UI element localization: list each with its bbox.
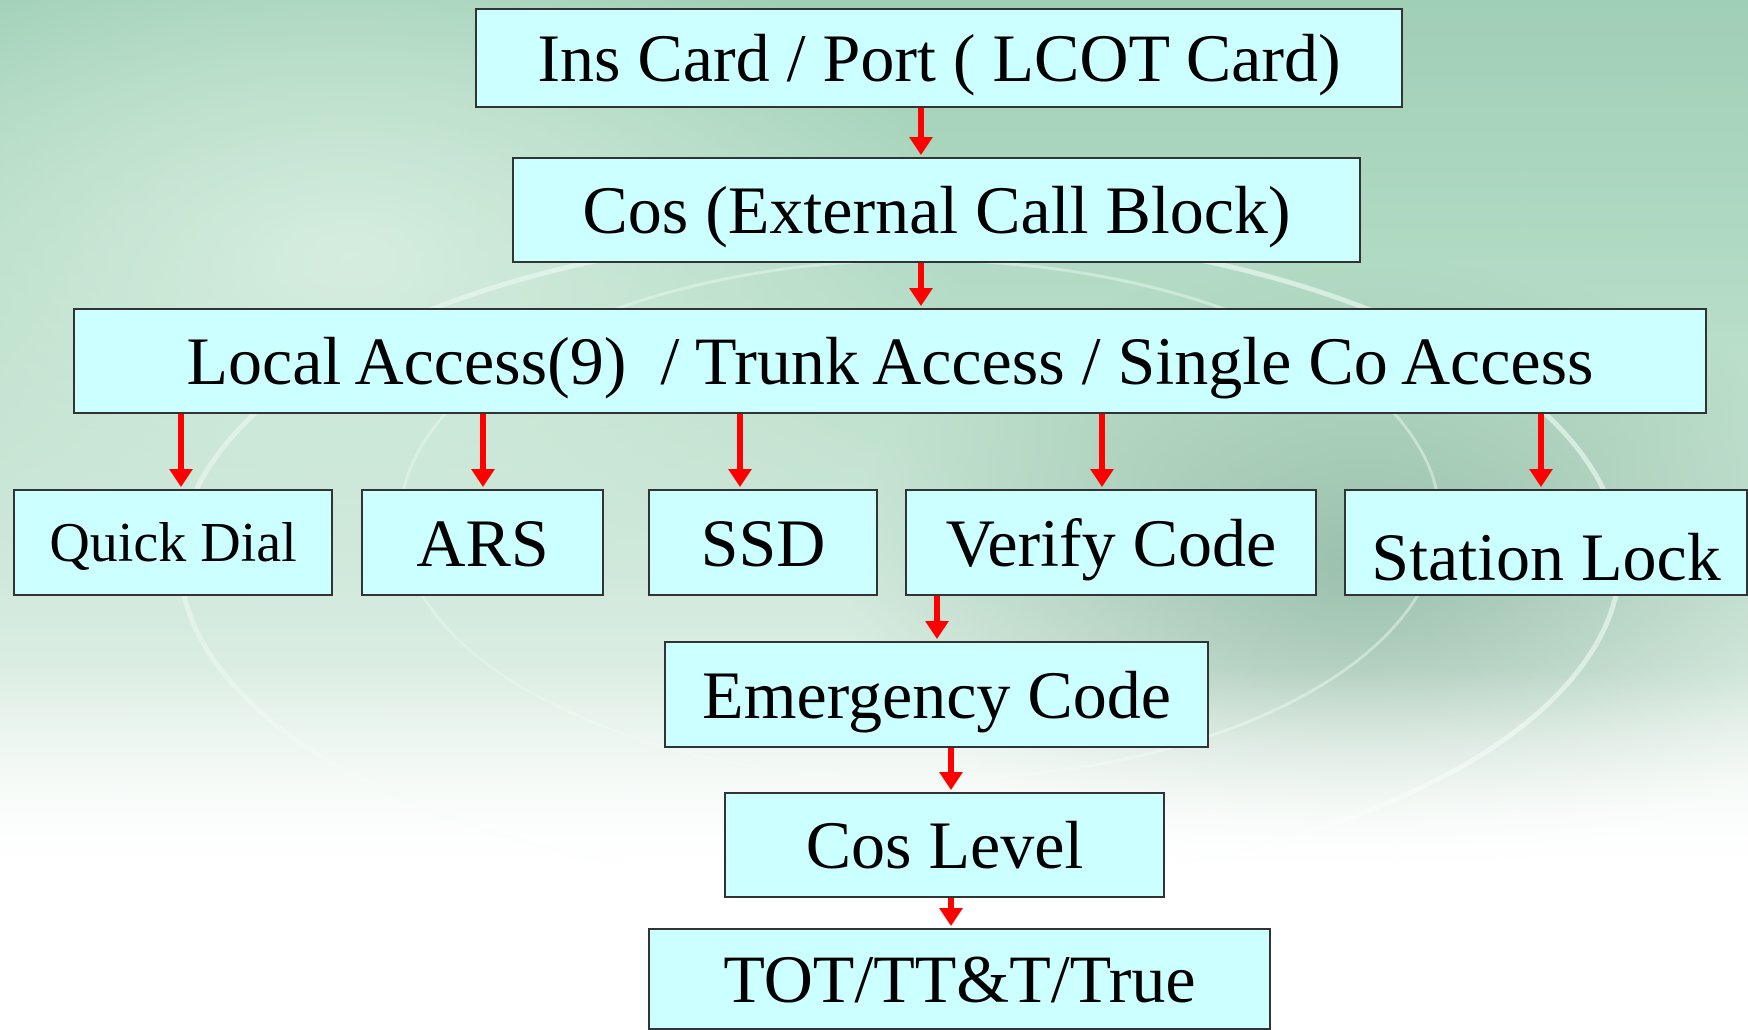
arrow-emergency-code-to-cos-level — [939, 748, 963, 790]
node-cos-level: Cos Level — [724, 792, 1165, 898]
node-emergency-code-label: Emergency Code — [702, 656, 1171, 733]
node-ars-label: ARS — [416, 504, 549, 581]
arrow-ins-card-to-cos-block — [909, 108, 933, 155]
node-quick-dial-label: Quick Dial — [49, 511, 297, 574]
arrow-access-to-ssd — [728, 414, 752, 487]
node-cos-level-label: Cos Level — [805, 807, 1084, 883]
arrow-verify-code-to-emergency-code — [925, 596, 949, 639]
node-ars: ARS — [361, 489, 604, 596]
node-tot-label: TOT/TT&T/True — [723, 941, 1196, 1017]
node-ins-card: Ins Card / Port ( LCOT Card) — [475, 8, 1403, 108]
node-verify-code: Verify Code — [905, 489, 1317, 596]
node-verify-code-label: Verify Code — [945, 504, 1277, 581]
node-access-label: Local Access(9) / Trunk Access / Single … — [186, 323, 1594, 399]
arrow-access-to-station-lock — [1529, 414, 1553, 487]
node-ssd-label: SSD — [700, 504, 826, 581]
node-station-lock-label: Station Lock — [1371, 518, 1721, 595]
node-ins-card-label: Ins Card / Port ( LCOT Card) — [537, 20, 1341, 96]
node-cos-block-label: Cos (External Call Block) — [582, 172, 1291, 248]
node-quick-dial: Quick Dial — [13, 489, 333, 596]
node-tot: TOT/TT&T/True — [648, 928, 1271, 1030]
node-ssd: SSD — [648, 489, 878, 596]
arrow-access-to-quick-dial — [169, 414, 193, 487]
node-emergency-code: Emergency Code — [664, 641, 1209, 748]
node-cos-block: Cos (External Call Block) — [512, 157, 1361, 263]
arrow-cos-block-to-access — [909, 263, 933, 306]
node-access: Local Access(9) / Trunk Access / Single … — [73, 308, 1707, 414]
node-station-lock: Station Lock — [1344, 489, 1748, 596]
arrow-access-to-verify-code — [1090, 414, 1114, 487]
arrow-access-to-ars — [471, 414, 495, 487]
arrow-cos-level-to-tot — [939, 898, 963, 926]
